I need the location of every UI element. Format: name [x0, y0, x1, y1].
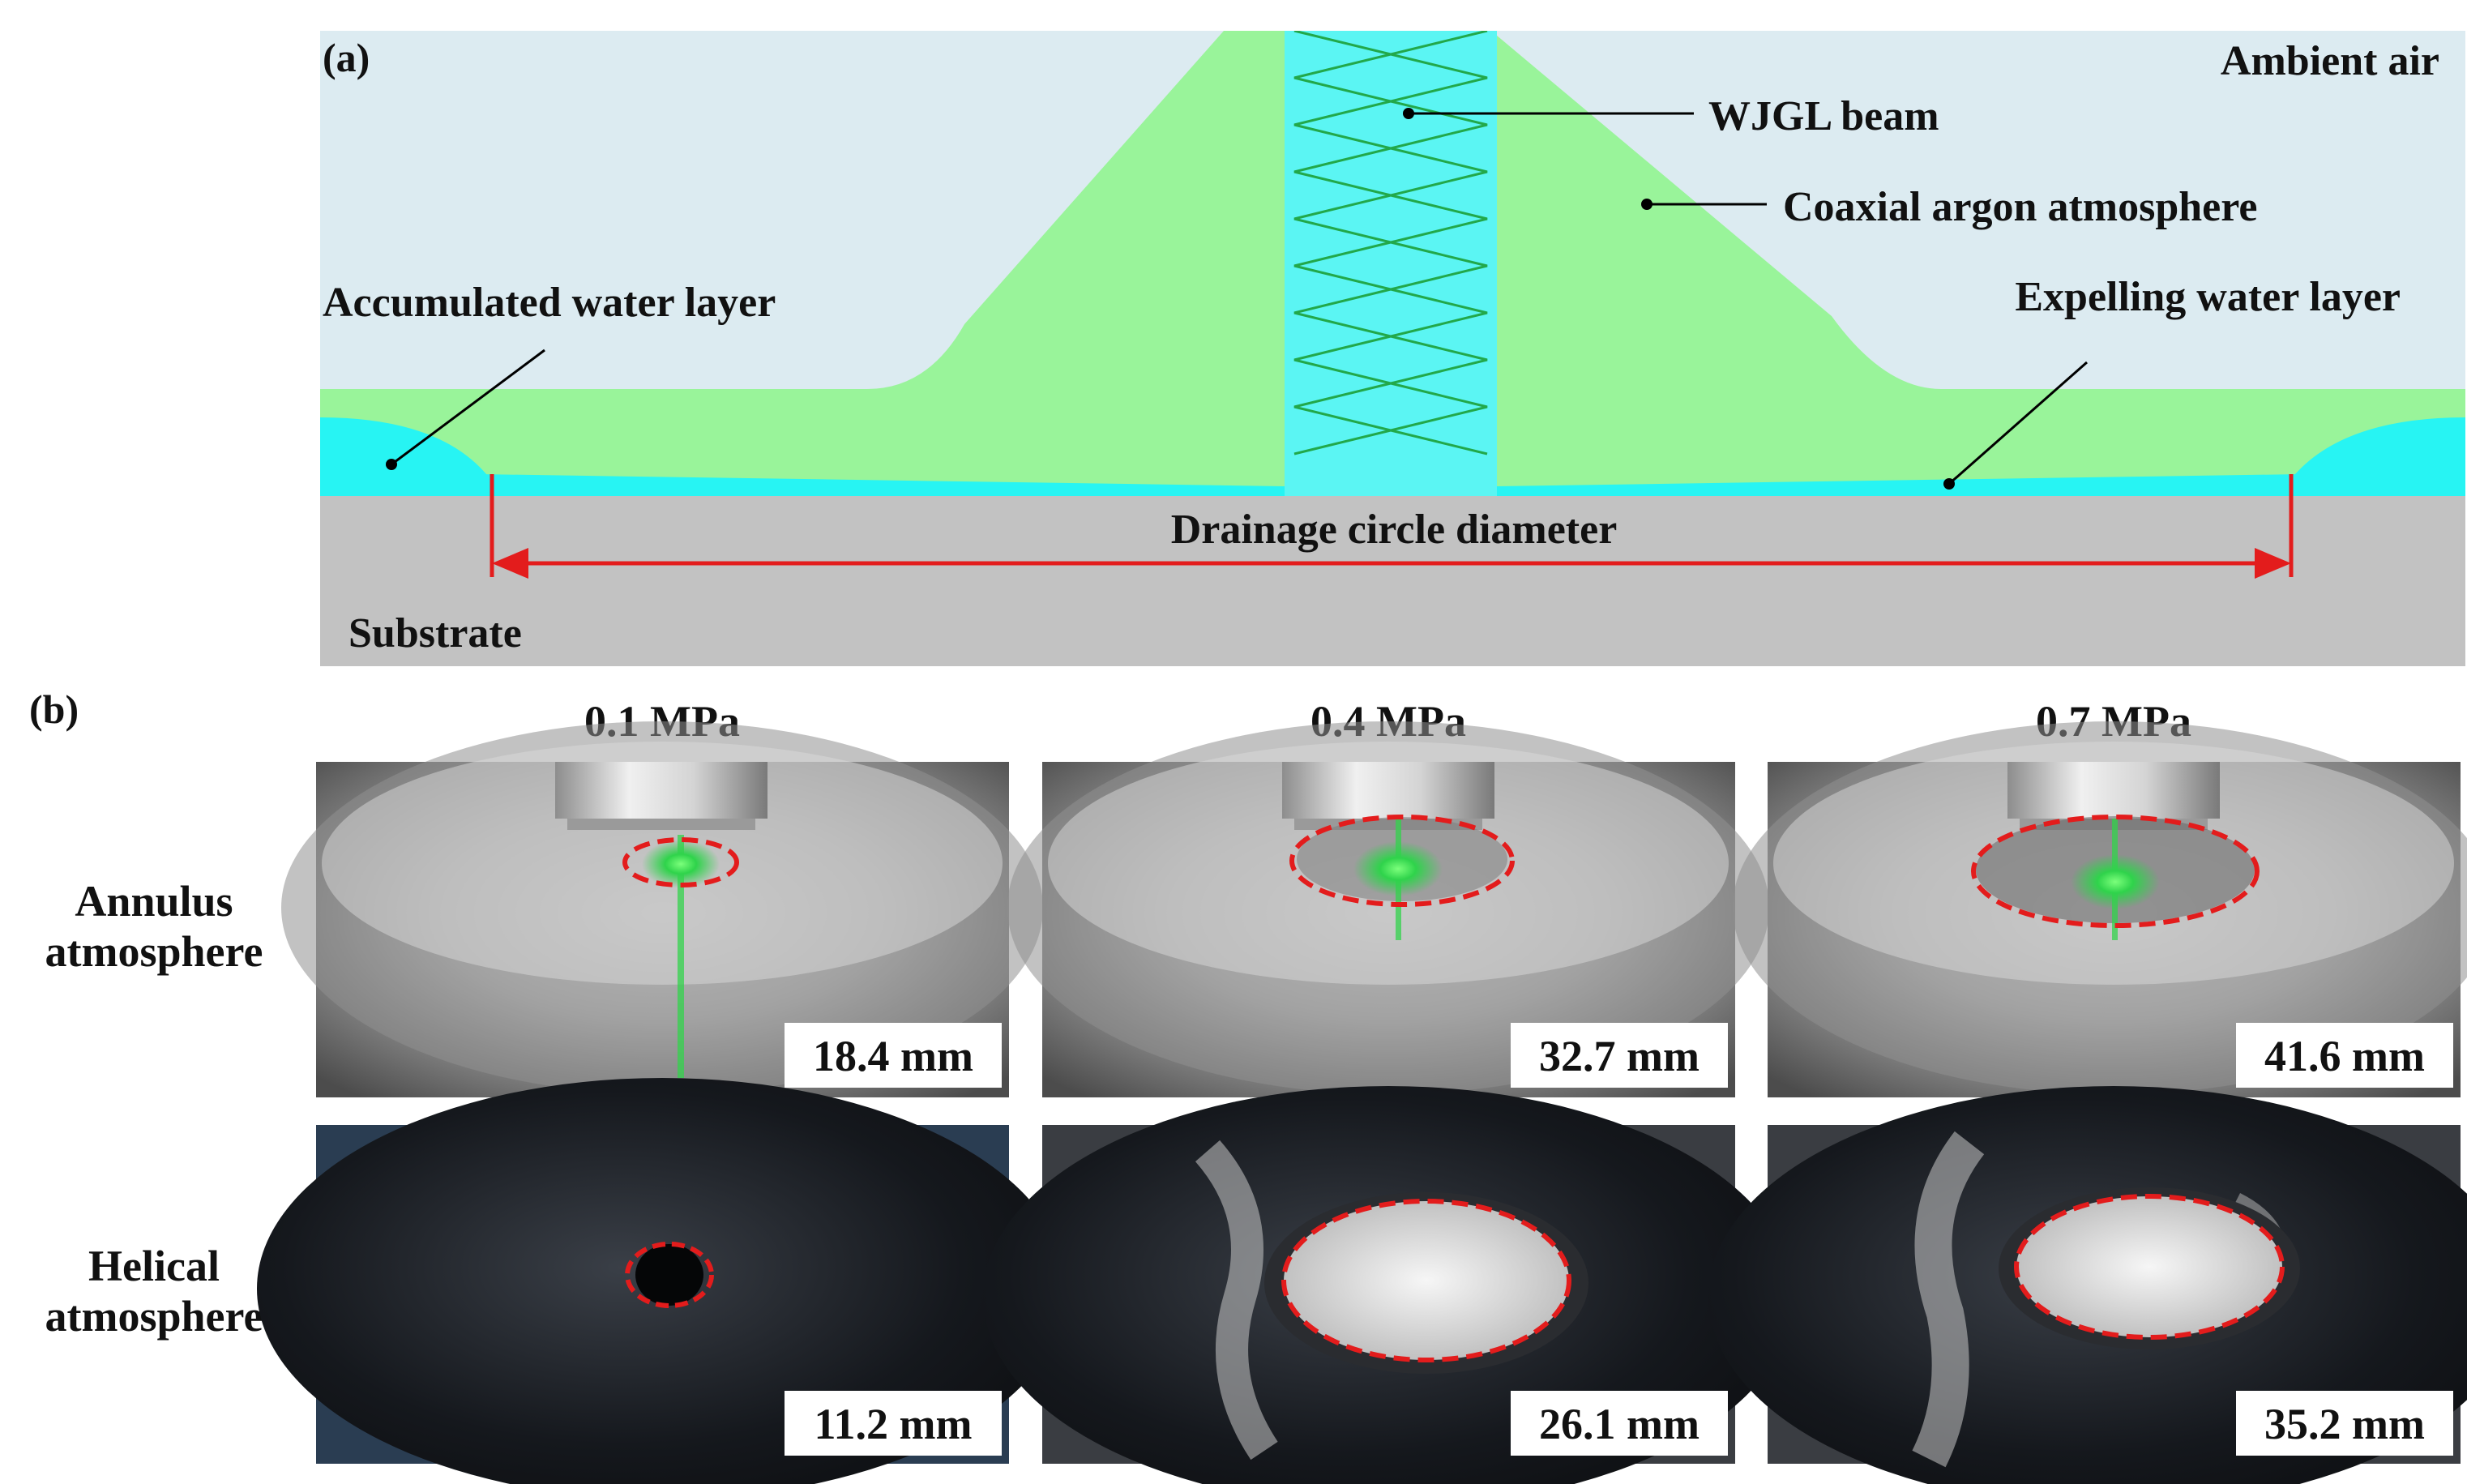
expelling-water-label: Expelling water layer — [2015, 274, 2401, 320]
diameter-label: 11.2 mm — [814, 1400, 973, 1448]
row-label-annulus-line2: atmosphere — [45, 927, 263, 976]
ambient-air-label: Ambient air — [2221, 38, 2439, 84]
accumulated-water-label: Accumulated water layer — [323, 280, 776, 326]
panel-b-tag: (b) — [29, 686, 79, 732]
panel-b-photographs: (b) 0.1 MPa 0.4 MPa 0.7 MPa Annulus atmo… — [29, 686, 2467, 1484]
photo-annulus-0.4mpa: 32.7 mm — [1007, 721, 1769, 1097]
beam-zigzag — [1293, 31, 1488, 455]
drainage-circle-marker — [625, 1242, 714, 1308]
drainage-circle-marker — [1289, 815, 1515, 907]
wjgl-beam-column — [1285, 31, 1497, 496]
expelling-water-film-right — [1497, 474, 2302, 496]
photo-helical-0.7mpa: 35.2 mm — [1708, 1086, 2467, 1484]
substrate-label: Substrate — [348, 610, 522, 656]
drainage-circle-marker — [622, 837, 739, 887]
diameter-label: 18.4 mm — [813, 1032, 973, 1080]
wjgl-beam-label: WJGL beam — [1708, 93, 1939, 139]
drainage-circle-marker — [2014, 1194, 2285, 1340]
drainage-dimension — [490, 474, 2294, 579]
drainage-circle-marker — [1971, 815, 2260, 928]
drainage-circle-marker — [1281, 1199, 1571, 1362]
photo-annulus-0.1mpa: 18.4 mm — [281, 721, 1043, 1097]
panel-a-schematic: (a) Ambient air WJGL beam Coaxial argon … — [320, 31, 2465, 666]
photo-annulus-0.7mpa: 41.6 mm — [1733, 721, 2467, 1097]
coaxial-argon-label: Coaxial argon atmosphere — [1783, 184, 2257, 230]
leader-lines — [386, 108, 2088, 490]
accumulated-water-right — [2295, 417, 2465, 496]
photo-helical-0.1mpa: 11.2 mm — [257, 1078, 1067, 1484]
panel-a-tag: (a) — [323, 35, 370, 80]
diameter-label: 41.6 mm — [2264, 1032, 2425, 1080]
substrate-region — [320, 496, 2465, 666]
photo-helical-0.4mpa: 26.1 mm — [983, 1086, 1794, 1484]
expelling-water-film — [478, 474, 1285, 496]
diameter-label: 26.1 mm — [1539, 1400, 1700, 1448]
row-label-helical-line1: Helical — [88, 1242, 220, 1290]
row-label-helical-line2: atmosphere — [45, 1292, 263, 1341]
diameter-label: 35.2 mm — [2264, 1400, 2425, 1448]
drainage-diameter-label: Drainage circle diameter — [1171, 507, 1618, 553]
row-label-annulus-line1: Annulus — [75, 877, 233, 926]
diameter-label: 32.7 mm — [1539, 1032, 1700, 1080]
